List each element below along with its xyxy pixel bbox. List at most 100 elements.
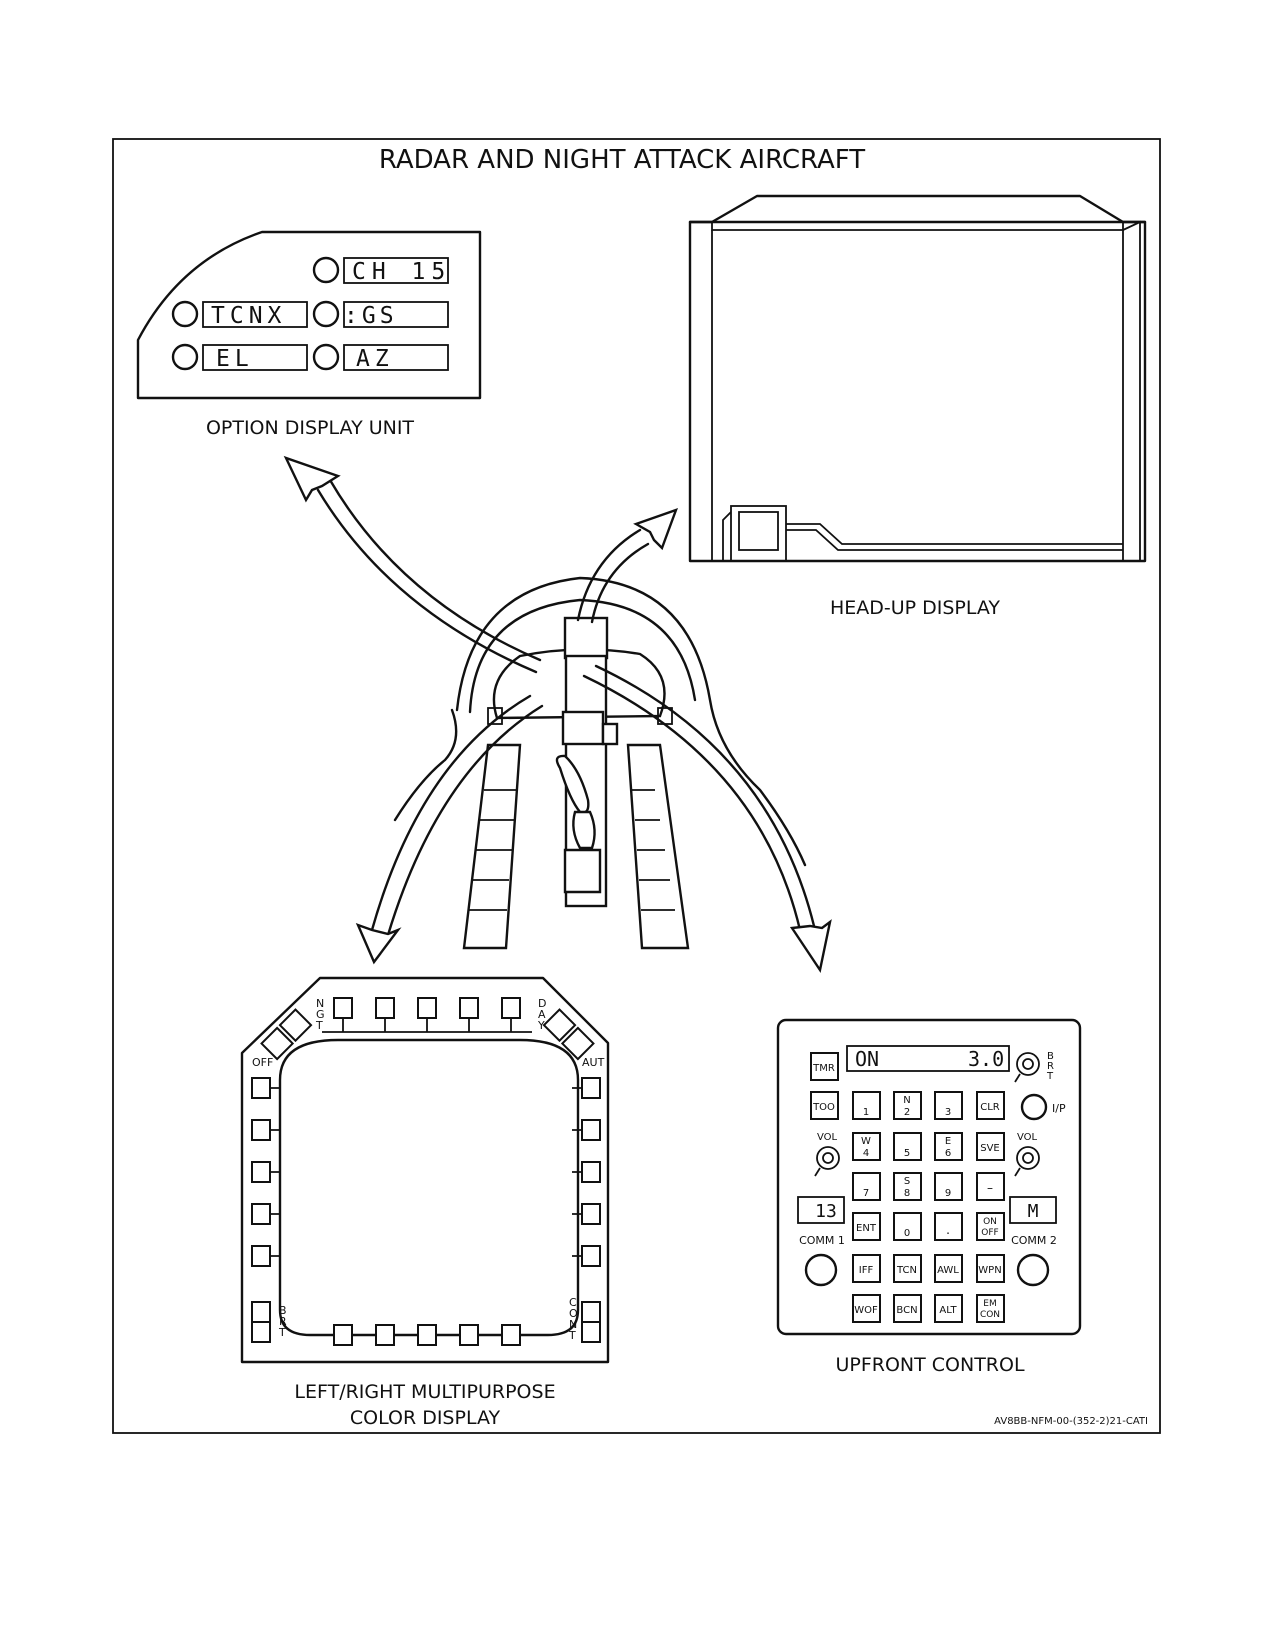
mpcd-pushbutton[interactable] — [417, 1324, 437, 1346]
ufc-key-8[interactable]: S 8 — [893, 1172, 922, 1201]
odu-window-2 — [202, 301, 308, 328]
ufc-tmr-label: TMR — [812, 1063, 835, 1074]
odu-window-3-text: :GS — [344, 303, 398, 329]
odu-select-button-1[interactable] — [312, 256, 340, 284]
mpcd-cont-char: O — [569, 1307, 578, 1320]
mpcd-contrast-up[interactable] — [581, 1301, 601, 1323]
ufc-iff-key[interactable]: IFF — [852, 1254, 881, 1283]
ufc-key-1[interactable]: 1 — [852, 1091, 881, 1120]
mpcd-ngt-char: N — [316, 997, 324, 1010]
ufc-vol-left-knob[interactable] — [814, 1146, 840, 1177]
mpcd-pushbutton[interactable] — [251, 1077, 271, 1099]
ufc-ip-label: I/P — [1052, 1102, 1066, 1115]
ufc-key-5-label: 5 — [904, 1148, 910, 1159]
odu-select-button-4[interactable] — [171, 343, 199, 371]
mpcd-pushbutton[interactable] — [417, 997, 437, 1019]
mpcd-pushbutton[interactable] — [501, 1324, 521, 1346]
odu-select-button-3[interactable] — [312, 300, 340, 328]
ufc-em-label: EM — [983, 1299, 996, 1309]
ufc-key-6[interactable]: E 6 — [934, 1132, 963, 1161]
ufc-tcn-key[interactable]: TCN — [893, 1254, 922, 1283]
ufc-key-5[interactable]: 5 — [893, 1132, 922, 1161]
mpcd-day-char: Y — [537, 1019, 545, 1032]
ufc-key-7-label: 7 — [863, 1188, 869, 1199]
mpcd-ngt-char: T — [315, 1019, 323, 1032]
ufc-key-0-label: 0 — [904, 1228, 910, 1239]
mpcd-brightness-up[interactable] — [251, 1301, 271, 1323]
ufc-comm2-knob[interactable] — [1016, 1253, 1050, 1287]
ufc-key-2[interactable]: N 2 — [893, 1091, 922, 1120]
ufc-key-3[interactable]: 3 — [934, 1091, 963, 1120]
mpcd-brt-char: R — [279, 1315, 287, 1328]
odu-select-button-2[interactable] — [171, 300, 199, 328]
ufc-too-key[interactable]: TOO — [810, 1091, 839, 1120]
ufc-dash-key[interactable]: – — [976, 1172, 1005, 1201]
ufc-bcn-key[interactable]: BCN — [893, 1294, 922, 1323]
mpcd-contrast-down[interactable] — [581, 1321, 601, 1343]
ufc-vol-right-label: VOL — [1017, 1132, 1038, 1143]
ufc-key-9[interactable]: 9 — [934, 1172, 963, 1201]
ufc-ip-button[interactable] — [1020, 1093, 1048, 1121]
ufc-comm1-knob[interactable] — [804, 1253, 838, 1287]
mpcd-pushbutton[interactable] — [251, 1203, 271, 1225]
ufc-key-6-letter: E — [945, 1136, 951, 1147]
ufc-comm2-channel: M — [1028, 1201, 1039, 1222]
mpcd-pushbutton[interactable] — [459, 997, 479, 1019]
mpcd-pushbutton[interactable] — [251, 1119, 271, 1141]
mpcd-cont-char: T — [568, 1329, 576, 1342]
mpcd-brt-char: B — [279, 1304, 287, 1317]
mpcd-night-button[interactable] — [260, 1008, 313, 1061]
mpcd-pushbutton[interactable] — [333, 1324, 353, 1346]
mpcd-pushbutton[interactable] — [581, 1161, 601, 1183]
ufc-comm1-channel-window — [797, 1196, 845, 1224]
ufc-ent-label: ENT — [856, 1223, 877, 1234]
mpcd-pushbutton[interactable] — [251, 1245, 271, 1267]
ufc-sve-key[interactable]: SVE — [976, 1132, 1005, 1161]
mpcd-pushbutton[interactable] — [375, 997, 395, 1019]
mpcd-brt-char: T — [278, 1326, 286, 1339]
ufc-on-off-key[interactable]: ON OFF — [976, 1212, 1005, 1241]
odu-window-5 — [343, 344, 449, 371]
ufc-tmr-key[interactable]: TMR — [810, 1052, 839, 1081]
mpcd-cont-char: C — [569, 1296, 577, 1309]
ufc-brightness-knob[interactable] — [1014, 1052, 1040, 1083]
ufc-key-0[interactable]: 0 — [893, 1212, 922, 1241]
ufc-vol-left-label: VOL — [817, 1132, 838, 1143]
ufc-emcon-key[interactable]: EM CON — [976, 1294, 1005, 1323]
mpcd-pushbutton[interactable] — [581, 1245, 601, 1267]
odu-select-button-5[interactable] — [312, 343, 340, 371]
mpcd-pushbutton[interactable] — [581, 1203, 601, 1225]
mpcd-pushbutton[interactable] — [375, 1324, 395, 1346]
ufc-clr-key[interactable]: CLR — [976, 1091, 1005, 1120]
mpcd-day-button[interactable] — [542, 1008, 595, 1061]
ufc-key-4-label: 4 — [863, 1148, 869, 1159]
mpcd-pushbutton[interactable] — [581, 1077, 601, 1099]
head-up-display — [688, 194, 1147, 563]
mpcd-pushbutton[interactable] — [581, 1119, 601, 1141]
ufc-alt-key[interactable]: ALT — [934, 1294, 963, 1323]
ufc-dot-label: . — [946, 1223, 950, 1237]
ufc-key-4[interactable]: W 4 — [852, 1132, 881, 1161]
ufc-dot-key[interactable]: . — [934, 1212, 963, 1241]
ufc-ent-key[interactable]: ENT — [852, 1212, 881, 1241]
mpcd-brightness-down[interactable] — [251, 1321, 271, 1343]
hud-label: HEAD-UP DISPLAY — [830, 597, 1000, 619]
ufc-tcn-label: TCN — [896, 1265, 917, 1276]
ufc-key-3-label: 3 — [945, 1107, 951, 1118]
mpcd-pushbutton[interactable] — [333, 997, 353, 1019]
ufc-wpn-key[interactable]: WPN — [976, 1254, 1005, 1283]
mpcd-pushbutton[interactable] — [251, 1161, 271, 1183]
ufc-scratchpad — [846, 1045, 1010, 1072]
mpcd-pushbutton[interactable] — [501, 997, 521, 1019]
ufc-wof-key[interactable]: WOF — [852, 1294, 881, 1323]
mpcd-pushbutton[interactable] — [459, 1324, 479, 1346]
ufc-comm1-label: COMM 1 — [799, 1234, 845, 1247]
ufc-vol-right-knob[interactable] — [1014, 1146, 1040, 1177]
ufc-key-2-letter: N — [903, 1095, 910, 1106]
ufc-key-7[interactable]: 7 — [852, 1172, 881, 1201]
ufc-awl-key[interactable]: AWL — [934, 1254, 963, 1283]
cockpit-sketch — [283, 455, 832, 974]
ufc-brt-char: B — [1047, 1051, 1054, 1062]
